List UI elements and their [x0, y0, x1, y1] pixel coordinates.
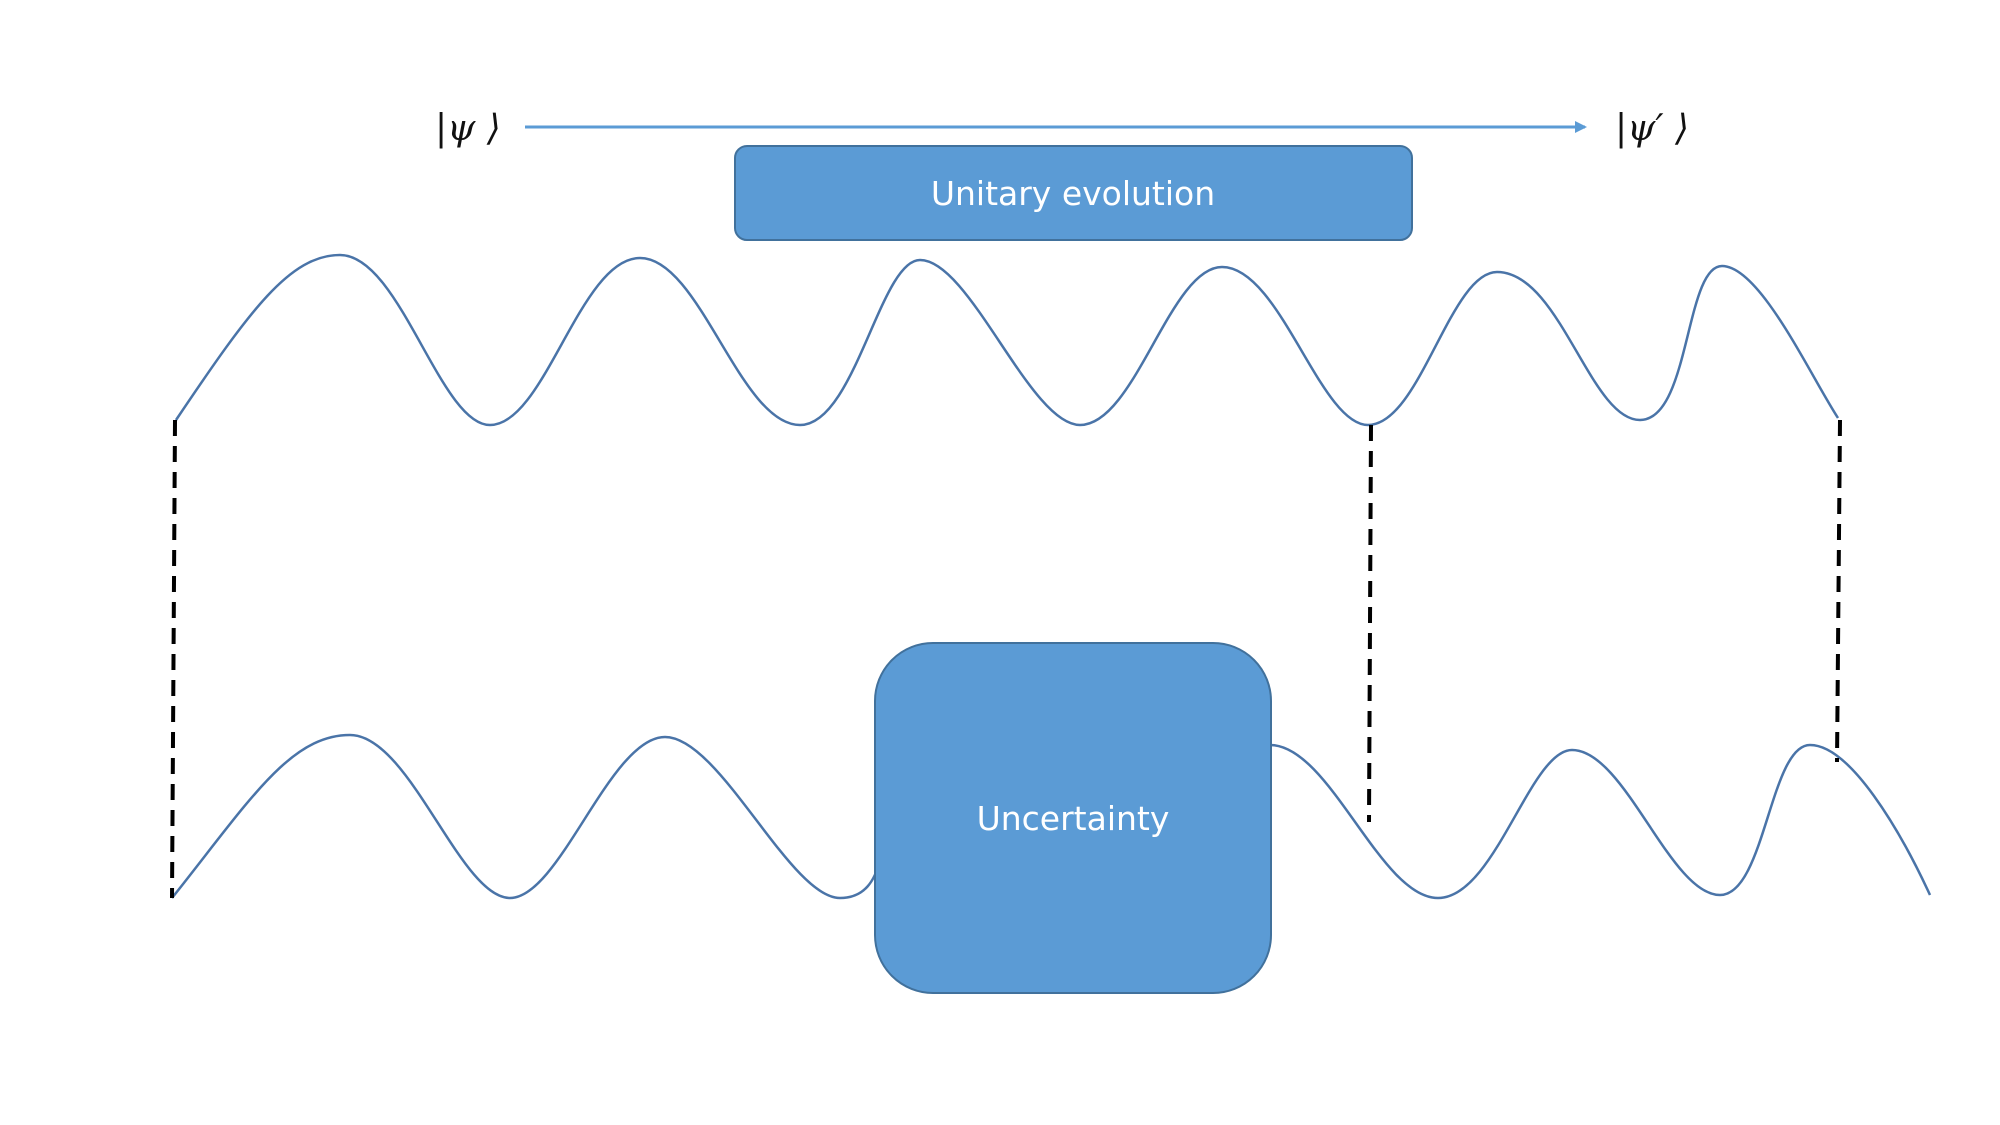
- connector-left: [170, 419, 177, 899]
- uncertainty-box-shape: [874, 642, 1272, 994]
- perturbed-wave-right: [1269, 743, 1932, 900]
- uncertainty-box: Uncertainty: [874, 642, 1272, 994]
- unitary-evolution-box: Unitary evolution: [734, 145, 1413, 241]
- ideal-wave: [174, 253, 1369, 427]
- unitary-evolution-label: Unitary evolution: [931, 174, 1215, 213]
- connector-middle: [1367, 424, 1373, 823]
- ideal-wave-tail: [1367, 264, 1840, 427]
- final-state-ket: |ψ′ ⟩: [1615, 108, 1689, 149]
- uncertainty-label: Uncertainty: [977, 799, 1170, 838]
- initial-state-ket: |ψ ⟩: [435, 108, 501, 149]
- perturbed-wave-left: [171, 733, 882, 900]
- connector-right: [1835, 419, 1842, 763]
- unitary-evolution-box-shape: [734, 145, 1413, 241]
